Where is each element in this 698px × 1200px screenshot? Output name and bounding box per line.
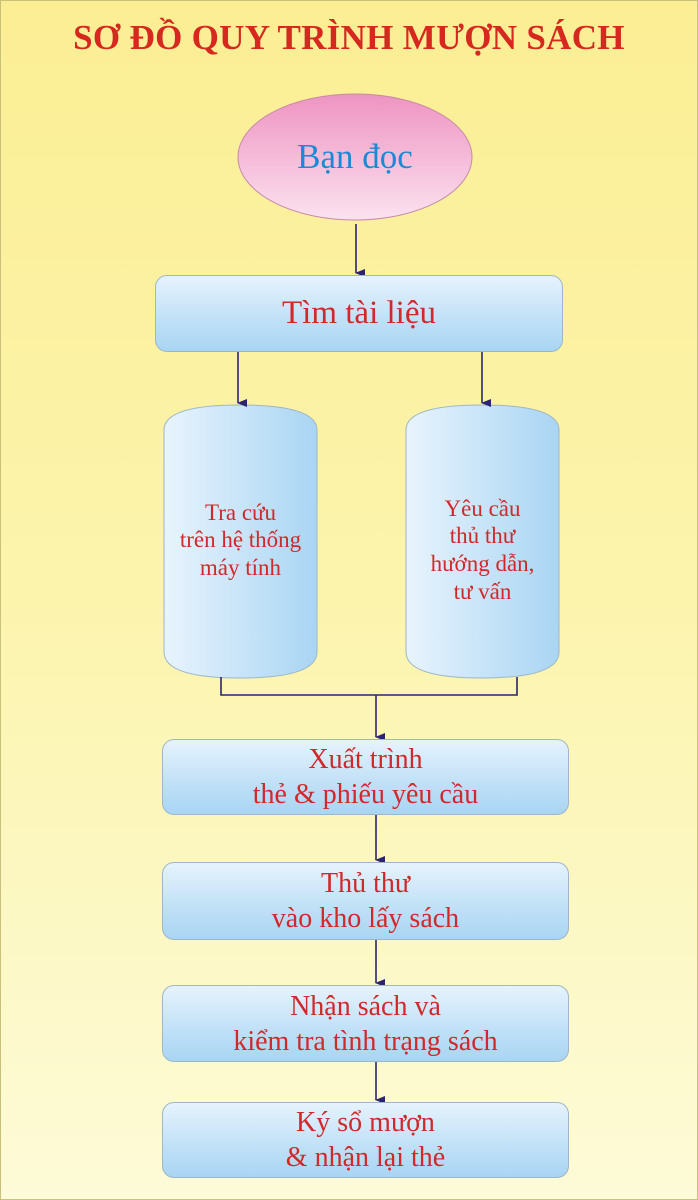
text-line: hướng dẫn, [430, 551, 535, 576]
text-line: vào kho lấy sách [271, 903, 460, 934]
start-label: Bạn đọc [297, 137, 413, 176]
text-line: máy tính [199, 554, 282, 580]
merge-connector [220, 677, 518, 696]
text-line: Xuất trình [308, 744, 423, 775]
branch-right-label: Yêu cầu thủ thư hướng dẫn, tư vấn [406, 430, 559, 670]
branch-left-label: Tra cứu trên hệ thống máy tính [164, 420, 317, 660]
step-sign-return-card: Ký sổ mượn & nhận lại thẻ [162, 1102, 569, 1178]
text-line: Thủ thư [320, 868, 411, 899]
text-line: thẻ & phiếu yêu cầu [252, 779, 479, 810]
step-receive-check: Nhận sách và kiểm tra tình trạng sách [162, 985, 569, 1062]
step-present-card: Xuất trình thẻ & phiếu yêu cầu [162, 739, 569, 815]
step-librarian-fetch: Thủ thư vào kho lấy sách [162, 862, 569, 940]
page-title: SƠ ĐỒ QUY TRÌNH MƯỢN SÁCH [73, 18, 625, 57]
text-line: trên hệ thống [179, 527, 302, 553]
text-line: tư vấn [453, 578, 512, 604]
text-line: Tra cứu [204, 499, 277, 525]
text-line: Nhận sách và [290, 990, 441, 1022]
step-find-documents: Tìm tài liệu [155, 275, 563, 352]
text-line: kiểm tra tình trạng sách [233, 1025, 498, 1057]
text-line: Ký sổ mượn [296, 1107, 435, 1138]
start-ellipse [237, 93, 473, 221]
text-line: Yêu cầu [444, 495, 521, 521]
cylinder-left [163, 404, 318, 679]
cylinder-right [405, 404, 560, 679]
text-line: thủ thư [449, 523, 516, 549]
step-label: Tìm tài liệu [282, 294, 436, 331]
text-line: & nhận lại thẻ [285, 1142, 446, 1173]
